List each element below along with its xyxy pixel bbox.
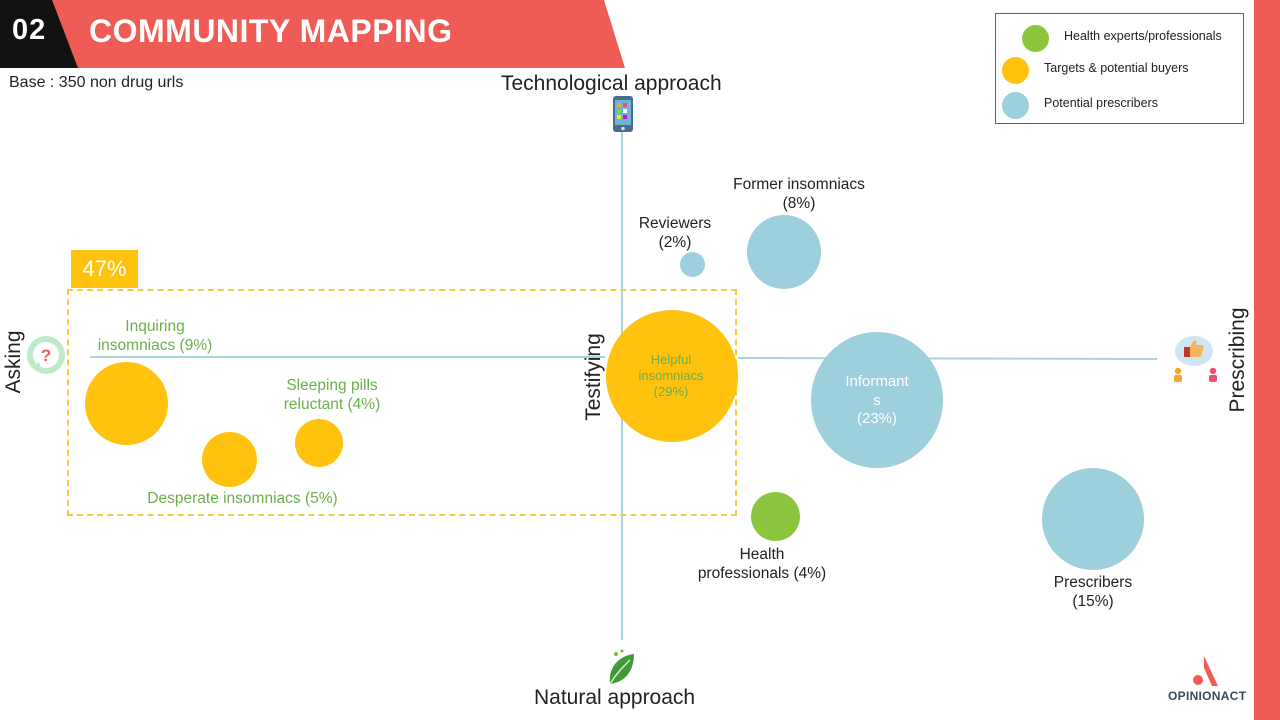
label-line: Prescribers [1053,574,1133,591]
legend-dot-health-experts [1022,25,1049,52]
label-line: Former insomniacs [733,176,865,193]
thumbs-up-people-icon [1174,336,1217,382]
bubble-helpful-insomniacs [606,310,738,442]
section-number: 02 [12,14,47,46]
asking-group-box [67,289,737,516]
bubble-prescribers [1042,468,1144,570]
bubble-reviewers [680,252,705,277]
legend-dot-targets [1002,57,1029,84]
label-sleeping-pills-reluctant: Sleeping pills reluctant (4%) [262,376,402,414]
label-line: s [873,391,881,409]
label-line: (2%) [658,234,692,251]
leaf-icon [609,649,634,685]
label-line: reluctant (4%) [283,396,381,413]
legend-label-health-experts: Health experts/professionals [1064,29,1222,43]
label-informants: Informant s (23%) [827,373,927,429]
label-line: insomniacs [638,368,704,383]
label-line: Reviewers [638,215,712,232]
label-line: (23%) [856,410,897,427]
label-line: Helpful [650,352,692,367]
group-percent-tag: 47% [71,250,138,288]
bubble-desperate-insomniacs [202,432,257,487]
label-line: (15%) [1072,593,1114,610]
bubble-informants [811,332,943,468]
base-note: Base : 350 non drug urls [9,74,184,91]
label-prescribers: Prescribers (15%) [1038,573,1148,611]
brand-logo-mark [1193,656,1218,686]
question-bubble-icon: ? [27,336,65,374]
brand-logo: OPINIONACT [1168,655,1248,705]
label-line: Sleeping pills [286,377,378,394]
label-desperate-insomniacs: Desperate insomniacs (5%) [130,489,355,508]
header-banner [0,0,625,68]
bubble-former-insomniacs [747,215,821,289]
legend-dot-prescribers [1002,92,1029,119]
horizontal-axis-line-right [737,357,1158,360]
label-former-insomniacs: Former insomniacs (8%) [714,175,884,213]
label-line: Health [739,546,785,563]
label-reviewers: Reviewers (2%) [625,214,725,252]
legend-label-prescribers: Potential prescribers [1044,96,1158,110]
smartphone-icon [613,96,633,132]
label-line: (29%) [653,384,689,399]
legend: Health experts/professionals Targets & p… [995,13,1244,124]
axis-label-left: Asking [2,330,25,394]
label-line: Desperate insomniacs (5%) [147,490,338,507]
label-line: Inquiring [125,318,185,335]
brand-logo-text: OPINIONACT [1168,689,1247,703]
bubble-sleeping-pills-reluctant [295,419,343,467]
label-line: insomniacs (9%) [97,337,213,354]
bubble-inquiring-insomniacs [85,362,168,445]
label-line: Informant [845,373,909,390]
label-line: professionals (4%) [697,565,827,582]
label-inquiring-insomniacs: Inquiring insomniacs (9%) [85,317,225,355]
axis-label-right: Prescribing [1226,307,1249,413]
axis-label-top: Technological approach [501,72,722,95]
axis-label-bottom: Natural approach [534,686,696,709]
svg-text:?: ? [41,346,51,365]
bubble-health-professionals [751,492,800,541]
legend-label-targets: Targets & potential buyers [1044,61,1189,75]
label-helpful-insomniacs: Helpful insomniacs (29%) [621,352,721,400]
label-health-professionals: Health professionals (4%) [681,545,843,583]
right-accent-strip [1254,0,1280,720]
label-line: (8%) [782,195,816,212]
page-title: COMMUNITY MAPPING [89,13,453,49]
